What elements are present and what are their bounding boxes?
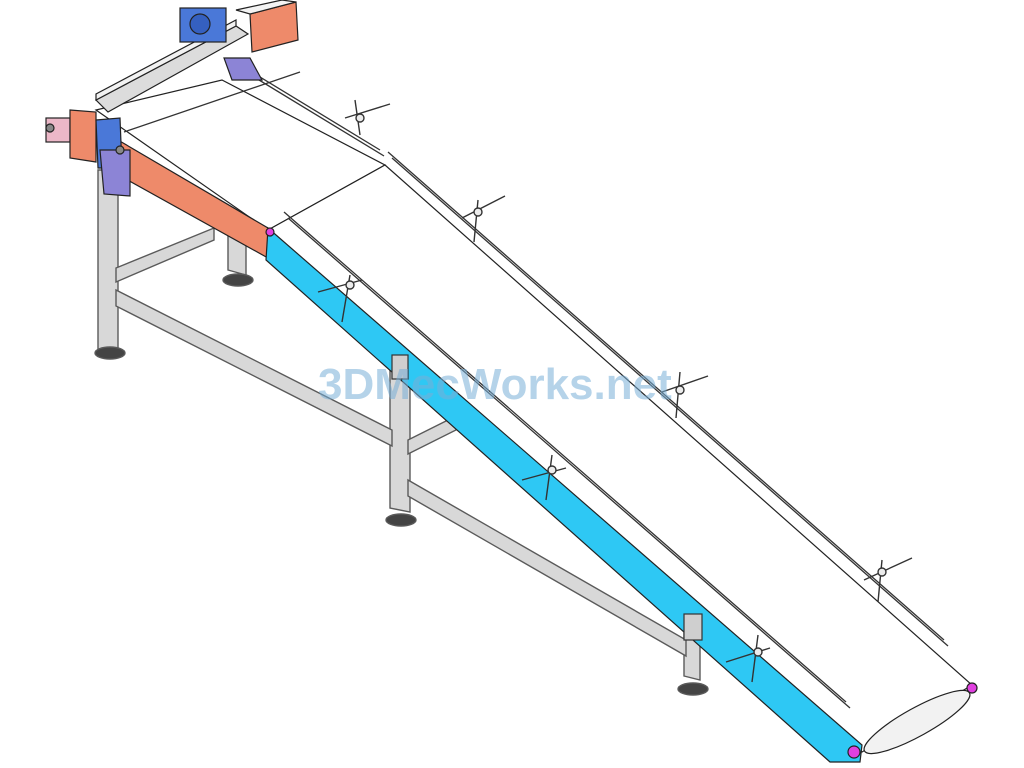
mount-bracket-front xyxy=(683,613,703,641)
guide-rails xyxy=(123,59,949,709)
belt xyxy=(94,79,978,763)
mount-bracket-middle xyxy=(391,354,409,380)
belt-surface-incline xyxy=(266,164,974,753)
frame-longbar-front xyxy=(407,478,687,658)
foot-pad-rear-right xyxy=(222,273,254,287)
rail-clamp-7 xyxy=(725,634,771,683)
motor-flange xyxy=(189,13,211,35)
bracket-plate-purple xyxy=(99,149,131,197)
guide-rail-left-upper xyxy=(283,211,847,703)
rail-clamp-4 xyxy=(661,371,709,419)
rail-clamp-5 xyxy=(521,454,567,501)
foot-pad-middle xyxy=(385,513,417,527)
shaft-cap-2 xyxy=(115,145,125,155)
rail-clamp-6 xyxy=(863,557,913,603)
rail-clamp-2 xyxy=(461,195,506,243)
support-frame xyxy=(94,169,709,696)
rail-clamp-1 xyxy=(344,99,391,136)
guide-rail-right-upper xyxy=(387,151,945,641)
side-plate-blue xyxy=(265,226,863,763)
guide-rail-top-c xyxy=(123,71,301,133)
pulley-end-right xyxy=(966,682,978,694)
frame-leg-rear-left xyxy=(97,169,119,351)
pulley-joint xyxy=(265,227,275,237)
end-plate-orange xyxy=(69,109,97,163)
foot-pad-front xyxy=(677,682,709,696)
pulley-end-left xyxy=(847,745,861,759)
motor-bracket xyxy=(223,57,264,81)
frame-crossbar-middle xyxy=(407,414,457,456)
drive-head xyxy=(45,0,299,197)
foot-pad-rear-left xyxy=(94,346,126,360)
shaft-cap xyxy=(45,123,55,133)
incline-mounts xyxy=(391,354,703,641)
rail-clamps xyxy=(317,99,913,683)
rail-clamp-3 xyxy=(317,274,363,323)
guide-rail-left-lower xyxy=(287,217,851,709)
guide-rail-right-lower xyxy=(391,157,949,647)
drive-end-block-top xyxy=(235,0,297,15)
frame-crossbar-rear xyxy=(115,226,215,284)
frame-longbar-lower xyxy=(115,288,393,448)
guide-rail-top-b xyxy=(235,65,385,157)
